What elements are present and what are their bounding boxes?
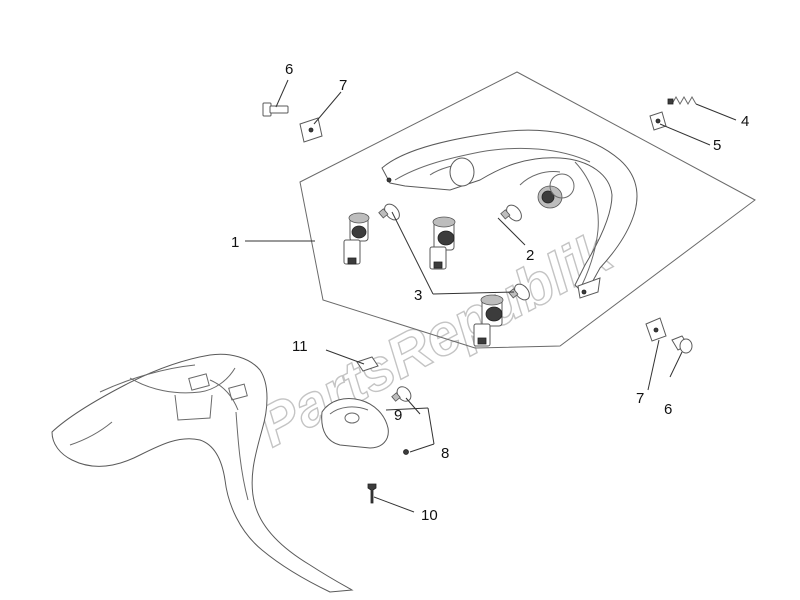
- callout-10: 10: [421, 507, 438, 524]
- callout-9: 9: [394, 407, 402, 424]
- clip-11: [356, 356, 379, 372]
- bulb-socket-center: [429, 216, 456, 270]
- screw-6-bottom: [671, 335, 693, 354]
- leader-lines: [245, 79, 737, 513]
- callout-1: 1: [231, 234, 239, 251]
- screw-6-top: [262, 102, 289, 117]
- bulb-small: [391, 386, 412, 402]
- callout-labels: 1 2 3 4 5 6 6 7 7 8 9 10 11: [231, 61, 749, 524]
- clip-7-bottom: [645, 317, 667, 342]
- callout-2: 2: [526, 247, 534, 264]
- bulb-socket-lower: [473, 294, 504, 347]
- callout-11: 11: [292, 338, 308, 355]
- bulb-upper-right: [500, 204, 522, 222]
- screw-10: [367, 483, 377, 504]
- callout-6-bottom: 6: [664, 401, 672, 418]
- callout-4: 4: [741, 113, 749, 130]
- rear-fender: [51, 353, 354, 593]
- clip-5: [649, 111, 667, 131]
- callout-7-bottom: 7: [636, 390, 644, 407]
- bulb-lower: [508, 283, 530, 301]
- bulb-upper-left: [378, 203, 400, 221]
- callout-8: 8: [441, 445, 449, 462]
- clip-7-top: [299, 117, 323, 143]
- bulb-socket-left: [343, 212, 370, 265]
- taillight-housing: [381, 129, 638, 299]
- callout-7-top: 7: [339, 77, 347, 94]
- license-plate-light: [321, 398, 409, 455]
- assembly-frame: [299, 71, 756, 349]
- spring-4: [667, 95, 697, 106]
- callout-3: 3: [414, 287, 422, 304]
- callout-5: 5: [713, 137, 721, 154]
- callout-6-top: 6: [285, 61, 293, 78]
